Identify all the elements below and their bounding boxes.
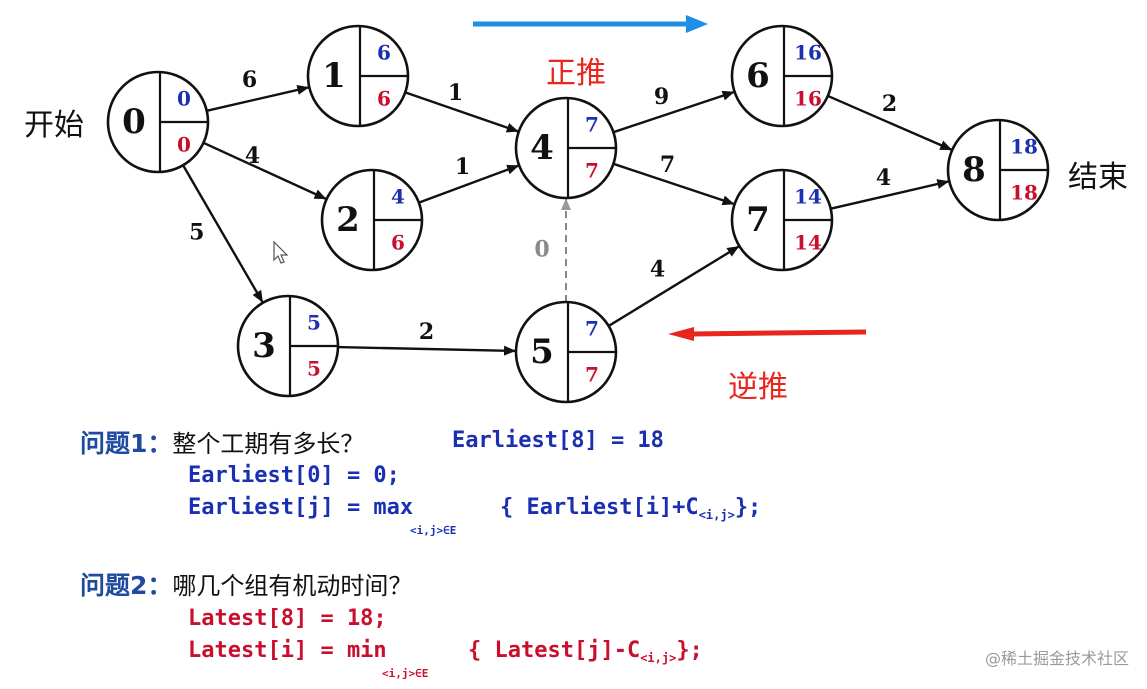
node-id: 2	[336, 200, 360, 240]
node-latest-value: 6	[391, 231, 405, 255]
node-id: 8	[962, 150, 986, 190]
node-latest-value: 0	[177, 133, 191, 157]
backward-arrowhead-icon	[668, 327, 694, 341]
node-latest-value: 7	[585, 363, 599, 387]
node-earliest-value: 7	[585, 113, 599, 137]
earliest-cost-subscript: <i,j>	[698, 508, 735, 522]
node-3: 3 5 5	[236, 294, 340, 398]
edge-1-4	[404, 91, 519, 133]
node-id: 6	[746, 56, 770, 96]
forward-arrowhead-icon	[686, 15, 708, 33]
node-earliest-value: 6	[377, 41, 391, 65]
latest-cost-subscript: <i,j>	[640, 651, 677, 665]
question-1-line: 问题1：整个工期有多长？	[80, 424, 364, 460]
node-latest-value: 18	[1010, 181, 1038, 205]
latest-min-subscript: <i,j>∈E	[382, 667, 429, 680]
start-label: 开始	[24, 108, 84, 143]
node-id: 3	[252, 326, 276, 366]
node-4: 4 7 7	[514, 96, 618, 200]
edge-weight-4-6: 9	[654, 84, 669, 110]
node-0: 0 0 0	[106, 70, 210, 174]
edge-2-4	[418, 164, 520, 204]
edge-4-7	[613, 162, 735, 206]
earliest-init-formula: Earliest[0] = 0;	[188, 463, 400, 488]
edge-weight-7-8: 4	[876, 165, 891, 191]
question-1-text: 整个工期有多长？	[172, 430, 365, 458]
node-earliest-value: 7	[585, 317, 599, 341]
latest-init-formula: Latest[8] = 18;	[188, 606, 387, 631]
backward-direction-arrow	[689, 329, 867, 337]
question-2-label: 问题2：	[80, 571, 173, 600]
node-id: 5	[530, 332, 554, 372]
edge-weight-4-7: 7	[660, 152, 675, 178]
edge-weight-5-7: 4	[650, 256, 665, 282]
edge-weight-6-8: 2	[882, 91, 897, 117]
node-earliest-value: 14	[794, 185, 822, 209]
node-2: 2 4 6	[320, 168, 424, 272]
node-5: 5 7 7	[514, 300, 618, 404]
question-1-label: 问题1：	[80, 429, 173, 458]
node-id: 0	[122, 102, 146, 142]
question-1-answer: Earliest[8] = 18	[452, 428, 664, 453]
latest-recurrence-rhs: { Latest[j]-C<i,j>};	[468, 638, 703, 665]
edge-weight-1-4: 1	[448, 80, 463, 106]
edge-weight-0-2: 4	[245, 143, 260, 169]
edge-0-3	[182, 164, 264, 303]
node-7: 7 14 14	[730, 168, 834, 272]
node-id: 4	[530, 128, 554, 168]
edge-0-1	[206, 85, 310, 112]
question-2-line: 问题2：哪几个组有机动时间？	[80, 566, 412, 602]
edge-weight-0-1: 6	[242, 67, 257, 93]
edge-weight-5-4: 0	[534, 237, 549, 263]
edge-3-5	[337, 345, 517, 356]
node-latest-value: 6	[377, 87, 391, 111]
node-earliest-value: 4	[391, 185, 405, 209]
latest-recurrence-lhs: Latest[i] = min	[188, 638, 387, 663]
node-1: 1 6 6	[306, 24, 410, 128]
question-2-text: 哪几个组有机动时间？	[172, 572, 413, 600]
edge-4-6	[613, 90, 735, 134]
edge-0-2	[202, 141, 327, 200]
node-latest-value: 7	[585, 159, 599, 183]
forward-label: 正推	[546, 56, 606, 91]
node-6: 6 16 16	[730, 24, 834, 128]
edge-6-8	[827, 94, 953, 151]
node-id: 1	[322, 56, 346, 96]
edge-5-7	[608, 245, 740, 327]
node-latest-value: 5	[307, 357, 321, 381]
backward-label: 逆推	[728, 370, 788, 405]
node-latest-value: 16	[794, 87, 822, 111]
earliest-recurrence-lhs: Earliest[j] = max	[188, 495, 414, 520]
node-8: 8 18 18	[946, 118, 1050, 222]
earliest-recurrence-rhs: { Earliest[i]+C<i,j>};	[500, 495, 762, 522]
edge-weight-2-4: 1	[455, 154, 470, 180]
mouse-cursor-icon	[273, 240, 289, 264]
end-label: 结束	[1068, 160, 1128, 195]
node-earliest-value: 0	[177, 87, 191, 111]
watermark: @稀土掘金技术社区	[984, 649, 1129, 668]
node-latest-value: 14	[794, 231, 822, 255]
node-id: 7	[746, 200, 770, 240]
node-earliest-value: 18	[1010, 135, 1038, 159]
edge-weight-0-3: 5	[189, 220, 204, 246]
edge-weight-3-5: 2	[419, 319, 434, 345]
earliest-max-subscript: <i,j>∈E	[410, 524, 457, 537]
node-earliest-value: 5	[307, 311, 321, 335]
edge-7-8	[830, 179, 950, 210]
node-earliest-value: 16	[794, 41, 822, 65]
